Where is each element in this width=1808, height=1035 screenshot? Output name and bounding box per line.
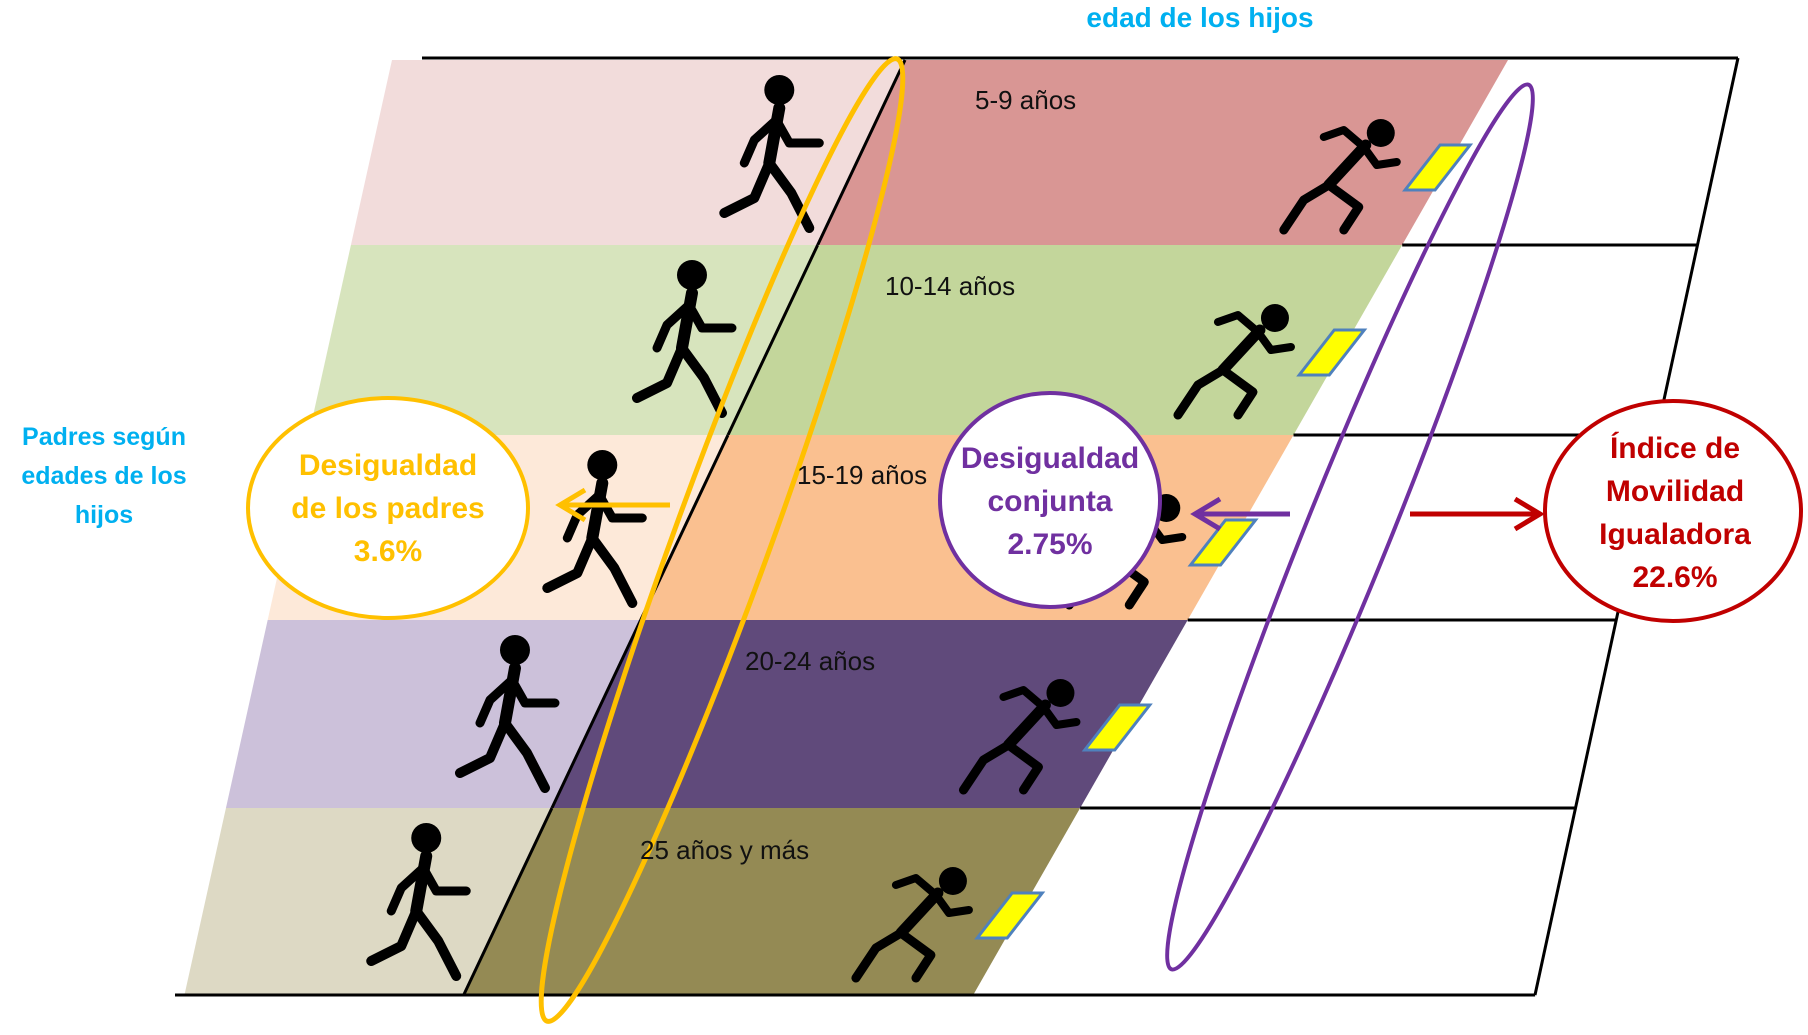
start-line: [462, 807, 554, 996]
padres-group-ellipse: [538, 56, 906, 1024]
lane-label-5-9: 5-9 años: [975, 85, 1077, 115]
lane-background: [225, 620, 641, 808]
padres-circle: [246, 396, 530, 620]
parents-axis-label: Padres según edades de los hijos: [21, 423, 187, 529]
baton-icon: [974, 891, 1046, 940]
arrow-to-movilidad: [1410, 496, 1545, 532]
arrow-to-conjunta: [1190, 496, 1290, 532]
header-title: edad de los hijos: [1086, 2, 1314, 33]
padres-indicator: Desigualdad de los padres 3.6%: [258, 444, 518, 573]
lane-background: [350, 60, 905, 245]
start-line: [550, 619, 643, 809]
lane-label-10-14: 10-14 años: [885, 271, 1016, 301]
lane-label-25-mas: 25 años y más: [640, 835, 810, 865]
baton-icon: [1296, 328, 1368, 377]
movilidad-line1: Índice de: [1609, 432, 1741, 465]
movilidad-line3: Igualadora: [1599, 518, 1751, 551]
conjunta-group-ellipse: [1165, 82, 1535, 972]
padres-line2: de los padres: [291, 492, 485, 525]
conjunta-value: 2.75%: [1007, 528, 1093, 561]
movilidad-indicator: Índice de Movilidad Igualadora 22.6%: [1555, 427, 1795, 599]
lane-background: [184, 808, 552, 995]
arrow-to-padres: [555, 487, 670, 523]
padres-line1: Desigualdad: [298, 449, 478, 482]
movilidad-value: 22.6%: [1632, 561, 1718, 594]
lane-track: [817, 60, 1508, 245]
lane-track: [728, 245, 1403, 435]
conjunta-line1: Desigualdad: [960, 442, 1140, 475]
conjunta-line2: conjunta: [987, 485, 1113, 518]
baton-icon: [1187, 518, 1259, 567]
conjunta-circle: [938, 391, 1162, 609]
baton-icon: [1402, 143, 1474, 192]
start-line: [726, 244, 820, 436]
lane-label-15-19: 15-19 años: [797, 460, 928, 490]
conjunta-indicator: Desigualdad conjunta 2.75%: [945, 437, 1155, 566]
lane-label-20-24: 20-24 años: [745, 646, 876, 676]
start-line: [816, 59, 907, 246]
movilidad-circle: [1543, 399, 1803, 623]
baton-icon: [1081, 703, 1153, 752]
movilidad-line2: Movilidad: [1605, 475, 1745, 508]
padres-value: 3.6%: [353, 535, 423, 568]
